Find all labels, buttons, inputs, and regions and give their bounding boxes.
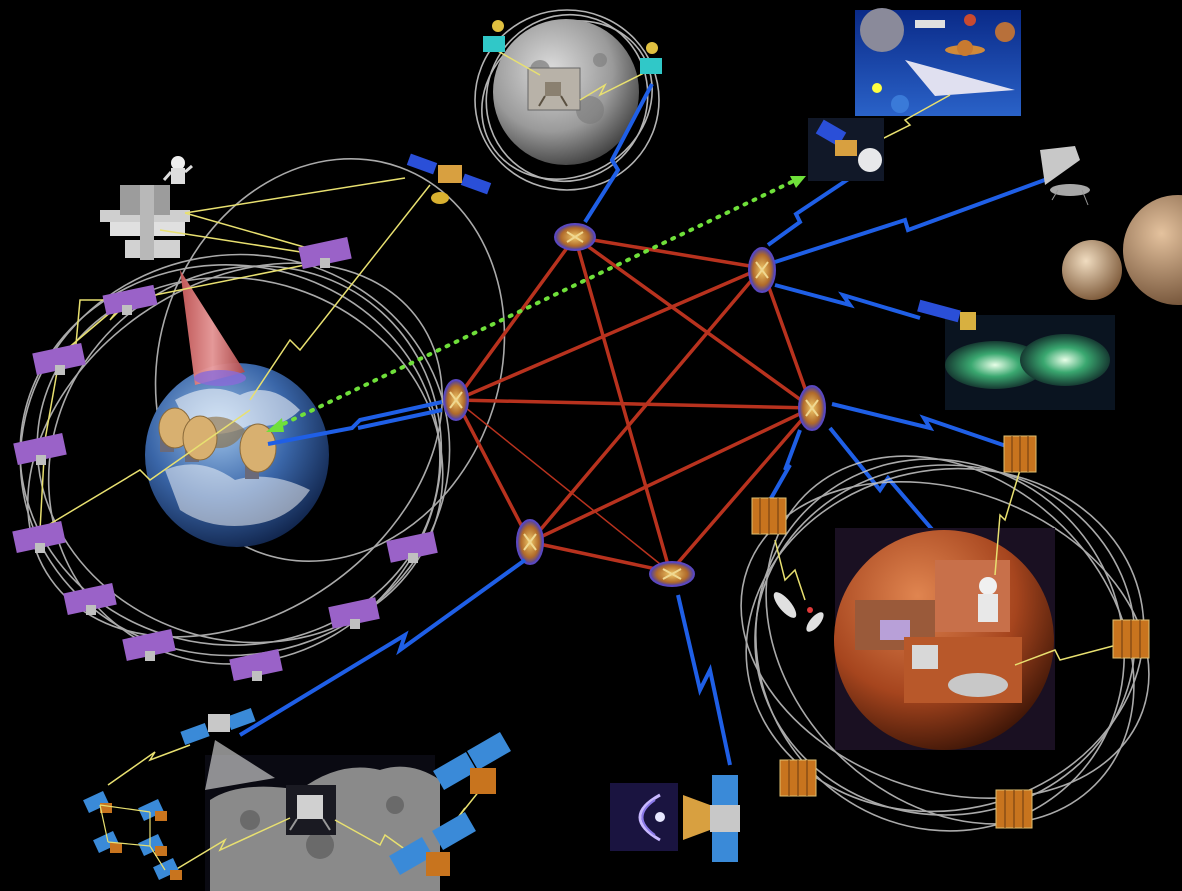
earth-satellites: [12, 153, 492, 681]
mars-surface-photo: [935, 560, 1010, 632]
probe-icon: [138, 799, 167, 821]
mars-satellites: [751, 435, 1150, 829]
satellite-icon: [779, 759, 817, 797]
telescope-icon: [808, 118, 884, 181]
probe-icon: [138, 834, 167, 856]
light-beam: [205, 740, 275, 790]
astronaut-icon: [978, 577, 998, 622]
probe-icon: [180, 707, 256, 746]
heliophysics-panel: [610, 775, 740, 862]
probe-icon: [773, 592, 824, 632]
relay-node-left: [443, 379, 469, 421]
satellite-icon: [298, 237, 352, 269]
relay-node-bottom: [649, 561, 695, 587]
probe-icon: [433, 731, 511, 794]
satellite-icon: [122, 629, 176, 661]
satellite-icon: [1112, 619, 1150, 659]
satellite-icon: [751, 497, 787, 535]
earth: [145, 363, 329, 547]
satellite-icon: [32, 343, 86, 375]
deep-space-local-link: [859, 94, 951, 151]
rover-icon: [912, 645, 1008, 697]
satellite-icon: [917, 299, 976, 330]
mars-system: [740, 435, 1150, 832]
lander-icon: [286, 785, 336, 835]
satellite-icon: [995, 789, 1033, 829]
satellite-icon: [229, 649, 283, 681]
earth-local-links: [39, 177, 431, 531]
satellite-icon: [640, 42, 662, 74]
relay-node-right-upper: [748, 247, 776, 293]
satellite-icon: [1003, 435, 1037, 473]
satellite-icon: [102, 284, 158, 316]
coverage-cone-icon: [180, 270, 245, 385]
probe-icon: [153, 858, 182, 880]
probe-swarm: [83, 791, 182, 880]
moon-local-links: [495, 49, 651, 101]
probe-icon: [683, 775, 740, 862]
relay-node-bottom-left: [516, 519, 544, 565]
satellite-icon: [406, 153, 492, 204]
astronaut-icon: [162, 156, 193, 184]
ground-antenna-icon: [158, 407, 277, 479]
probe-icon: [83, 791, 112, 813]
mars-local-links: [774, 469, 1129, 666]
relay-node-right: [798, 385, 826, 431]
lander-icon: [538, 82, 568, 107]
satellite-icon: [63, 583, 117, 615]
probe-icon: [93, 831, 122, 853]
optical-link: [273, 176, 802, 430]
backbone-links: [454, 235, 814, 574]
relay-links: [238, 83, 1051, 766]
nebula-icon: [945, 315, 1115, 410]
space-station-icon: [100, 185, 190, 260]
satellite-icon: [12, 521, 66, 553]
relay-node-top: [554, 223, 596, 251]
asteroid-system: [83, 707, 511, 891]
moon-system: [474, 9, 662, 191]
satellite-icon: [386, 531, 438, 563]
earth-system: [12, 153, 506, 681]
spaceplane-icon: [905, 60, 1015, 96]
satellite-icon: [328, 597, 380, 629]
jupiter: [1123, 195, 1182, 305]
satellite-icon: [13, 433, 67, 465]
probe-icon: [1040, 146, 1090, 206]
relay-nodes: [443, 223, 826, 587]
deep-space-panel: [855, 8, 1021, 116]
satellite-icon: [483, 20, 505, 52]
probe-icon: [389, 811, 476, 876]
ringed-planet: [1062, 240, 1122, 300]
